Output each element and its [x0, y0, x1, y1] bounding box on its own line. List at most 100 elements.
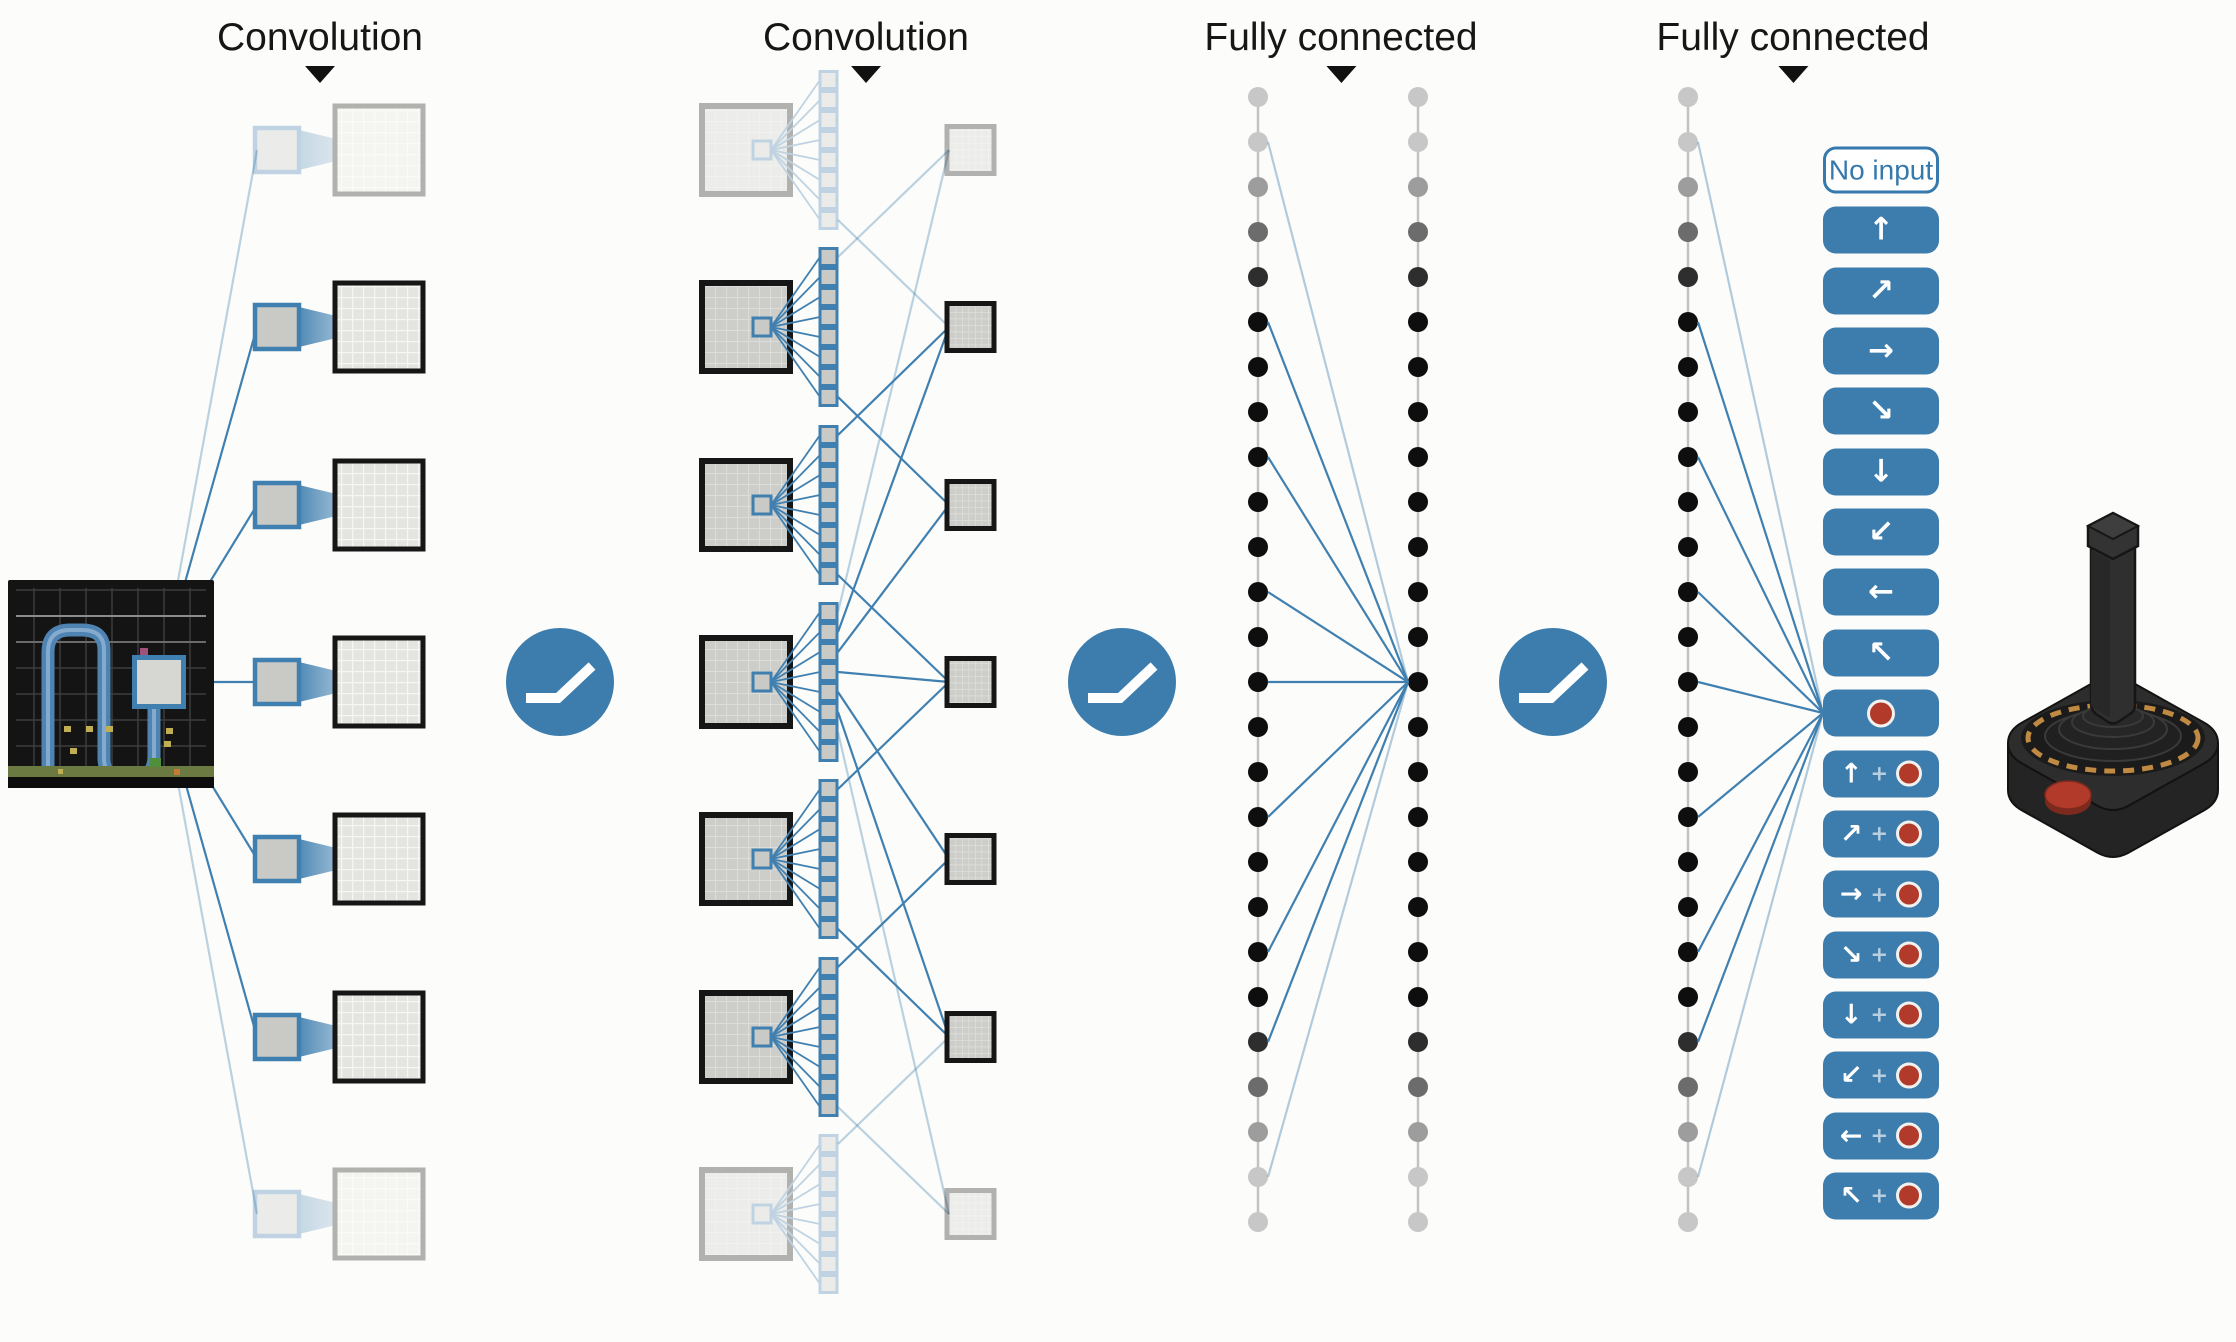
fc-unit-dot: [1408, 447, 1428, 467]
filter-cell-square: [818, 919, 839, 939]
fire-button-circle-icon: [1896, 881, 1923, 908]
down-arrow-icon: ↓: [1868, 453, 1894, 490]
filter-cell-square: [818, 565, 839, 585]
fc-unit-dot: [1408, 582, 1428, 602]
input-to-conv1-line: [162, 149, 259, 658]
conv2-patch-square: [751, 1203, 773, 1225]
filter-cell-square: [818, 997, 839, 1017]
conv1-feature-map: [332, 458, 426, 552]
input-to-conv1-line: [162, 706, 259, 1215]
relu-icon: [506, 628, 614, 736]
fc-unit-dot: [1248, 1122, 1268, 1142]
fc-unit-dot: [1248, 717, 1268, 737]
fc-unit-dot: [1248, 762, 1268, 782]
filter-cell-square: [818, 682, 839, 702]
filter-cell-square: [818, 110, 839, 130]
fc1-connection-line: [1266, 681, 1410, 1178]
fc1-connection-line: [1266, 681, 1410, 1043]
conv2-output-map: [944, 1011, 997, 1063]
stack-to-map-line: [837, 691, 950, 860]
fc-unit-dot: [1248, 807, 1268, 827]
action-button-down: ↓: [1823, 448, 1939, 496]
fire-button-circle-icon: [1896, 1062, 1923, 1089]
conv1-row: [252, 635, 426, 729]
conv1-patch-square: [252, 1012, 302, 1062]
conv1-feature-map: [332, 1167, 426, 1261]
up-fire-arrow-icon: ↑: [1839, 758, 1863, 789]
fc-unit-dot: [1678, 312, 1698, 332]
fc-unit-dot: [1408, 807, 1428, 827]
fc-unit-dot: [1678, 1077, 1698, 1097]
stack-to-map-line: [836, 326, 951, 633]
fc-unit-dot: [1678, 357, 1698, 377]
filter-cell-square: [818, 799, 839, 819]
relu-icon: [1499, 628, 1607, 736]
filter-cell-square: [818, 210, 839, 230]
action-button-down-right: ↘: [1823, 387, 1939, 435]
down-right-arrow-icon: ↘: [1868, 392, 1894, 429]
fc-unit-dot: [1408, 177, 1428, 197]
stack-to-map-line: [837, 504, 950, 653]
action-button-down-left-fire: ↙+: [1823, 1051, 1939, 1099]
joystick-icon: [2006, 511, 2220, 858]
fc-unit-dot: [1408, 537, 1428, 557]
fc-unit-dot: [1678, 807, 1698, 827]
conv1-patch-square: [252, 1189, 302, 1239]
conv2-output-map: [944, 1188, 997, 1240]
plus-separator: +: [1870, 1183, 1889, 1208]
filter-cell-square: [818, 1097, 839, 1117]
fc1-connection-line: [1266, 321, 1410, 683]
stack-to-map-line: [837, 670, 950, 684]
fc-unit-dot: [1248, 672, 1268, 692]
fc-unit-dot: [1408, 267, 1428, 287]
filter-cell-square: [818, 247, 839, 267]
filter-cell-square: [818, 702, 839, 722]
fc-unit-dot: [1678, 627, 1698, 647]
action-button-right: →: [1823, 327, 1939, 375]
fc-unit-dot: [1408, 357, 1428, 377]
plus-separator: +: [1870, 821, 1889, 846]
fc1-connection-line: [1267, 681, 1409, 953]
conv1-feature-map: [332, 990, 426, 1084]
fc-unit-dot: [1678, 987, 1698, 1007]
conv1-patch-square: [252, 125, 302, 175]
fc-unit-dot: [1248, 852, 1268, 872]
conv2-feature-map: [699, 990, 793, 1084]
conv1-patch-square: [252, 302, 302, 352]
right-arrow-icon: →: [1868, 332, 1894, 369]
filter-cell-square: [818, 347, 839, 367]
filter-cell-square: [818, 879, 839, 899]
conv1-feature-map: [332, 812, 426, 906]
fc-unit-dot: [1248, 897, 1268, 917]
action-button-down-right-fire: ↘+: [1823, 931, 1939, 979]
fc-unit-dot: [1248, 312, 1268, 332]
conv2-patch-square: [751, 1026, 773, 1048]
conv1-row: [252, 280, 426, 374]
down-left-fire-arrow-icon: ↙: [1839, 1059, 1863, 1091]
filter-cell-square: [818, 170, 839, 190]
fc-unit-dot: [1678, 582, 1698, 602]
filter-cell-square: [818, 1234, 839, 1254]
section-label-fully-connected-1: Fully connected: [1204, 16, 1478, 83]
stack-to-map-line: [837, 1036, 950, 1145]
fc-unit-dot: [1408, 627, 1428, 647]
filter-cell-square: [818, 1214, 839, 1234]
fc-unit-dot: [1408, 762, 1428, 782]
filter-cell-square: [818, 90, 839, 110]
fc-unit-dot: [1408, 1077, 1428, 1097]
filter-cell-square: [818, 1254, 839, 1274]
action-button-up: ↑: [1823, 206, 1939, 254]
stack-to-map-line: [837, 681, 950, 790]
conv1-feature-map: [332, 103, 426, 197]
down-fire-arrow-icon: ↓: [1839, 999, 1863, 1031]
fc-unit-dot: [1408, 402, 1428, 422]
filter-cell-square: [818, 190, 839, 210]
up-right-arrow-icon: ↗: [1868, 272, 1894, 309]
fc-unit-dot: [1248, 492, 1268, 512]
filter-cell-square: [818, 150, 839, 170]
conv1-row: [252, 458, 426, 552]
fc1-connection-line: [1267, 681, 1409, 818]
conv2-output-map: [944, 479, 997, 531]
conv2-output-map: [944, 656, 997, 708]
filter-cell-square: [818, 899, 839, 919]
